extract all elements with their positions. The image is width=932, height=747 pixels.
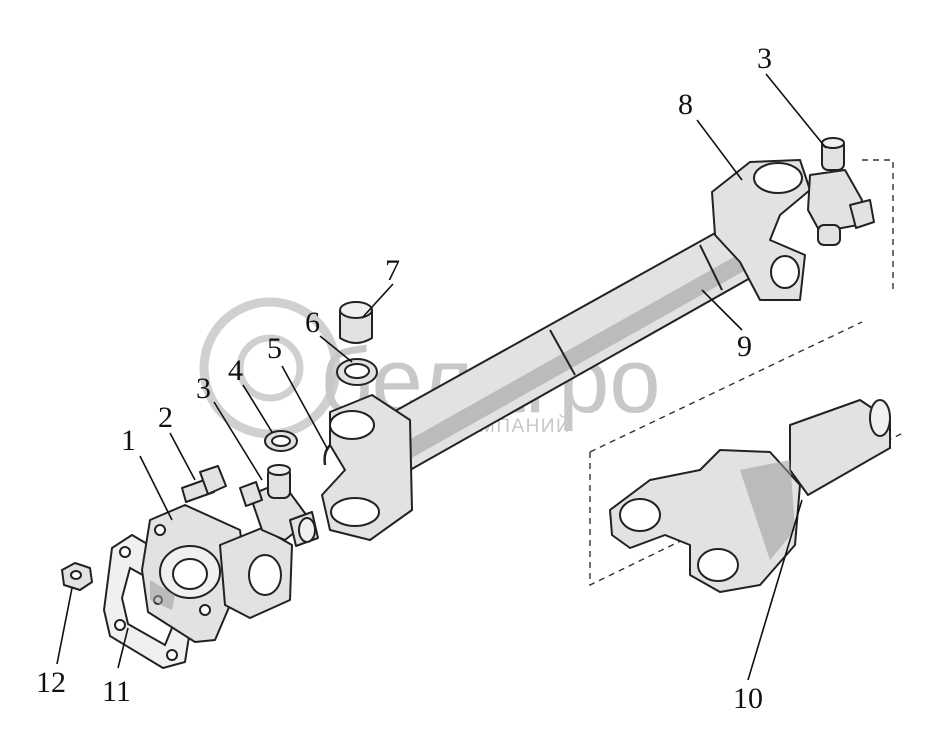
bearing-ring	[336, 358, 378, 386]
callout-2: 2	[158, 401, 173, 434]
lower-yoke	[321, 394, 413, 541]
leader-lines	[56, 73, 827, 681]
callout-3-upper: 3	[757, 42, 772, 75]
flange	[141, 504, 293, 643]
callout-7: 7	[385, 254, 400, 287]
nut	[61, 562, 93, 591]
callout-4: 4	[228, 354, 243, 387]
upper-yoke	[711, 159, 811, 301]
watermark-logo-inner	[236, 334, 304, 402]
callout-9: 9	[737, 330, 752, 363]
callout-12: 12	[36, 666, 66, 699]
callout-8: 8	[678, 88, 693, 121]
sliding-yoke	[609, 399, 891, 593]
callout-labels: 1 2 3 4 5 6 7 8 9 10 11 12 3	[36, 42, 772, 715]
cross-lower	[239, 464, 319, 547]
callout-3-lower: 3	[196, 372, 211, 405]
bearing-cup	[339, 301, 373, 344]
callout-6: 6	[305, 306, 320, 339]
seal-ring	[264, 430, 298, 452]
cross-upper	[807, 137, 875, 246]
callout-5: 5	[267, 332, 282, 365]
callout-10: 10	[733, 682, 763, 715]
bolt	[181, 465, 227, 503]
callout-1: 1	[121, 424, 136, 457]
callout-11: 11	[102, 675, 131, 708]
